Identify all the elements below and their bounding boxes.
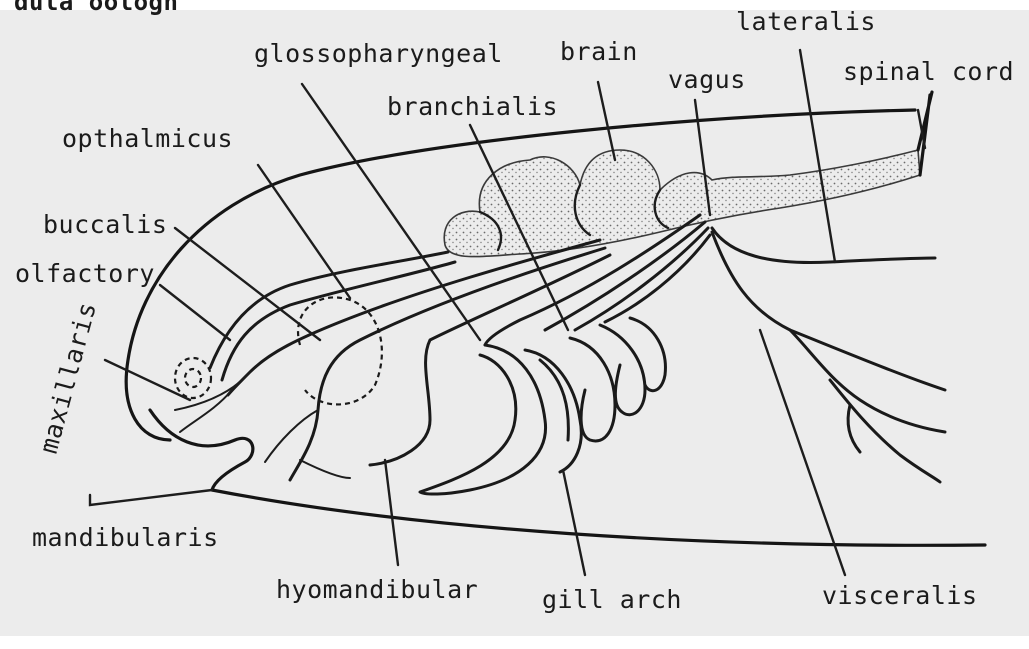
label-branchialis: branchialis — [387, 92, 558, 121]
label-spinal-cord: spinal cord — [843, 57, 1014, 86]
label-vagus: vagus — [668, 65, 746, 94]
label-lateralis: lateralis — [736, 7, 876, 36]
label-buccalis: buccalis — [43, 210, 167, 239]
label-opthalmicus: opthalmicus — [62, 124, 233, 153]
label-mandibularis: mandibularis — [32, 523, 219, 552]
bottom-margin — [0, 636, 1029, 649]
label-brain: brain — [560, 37, 638, 66]
label-visceralis: visceralis — [822, 581, 978, 610]
label-olfactory: olfactory — [15, 259, 155, 288]
label-hyomandibular: hyomandibular — [276, 575, 478, 604]
label-gill-arch: gill arch — [542, 585, 682, 614]
label-glossopharyngeal: glossopharyngeal — [254, 39, 503, 68]
header-fragment: dula oologn — [14, 0, 178, 16]
